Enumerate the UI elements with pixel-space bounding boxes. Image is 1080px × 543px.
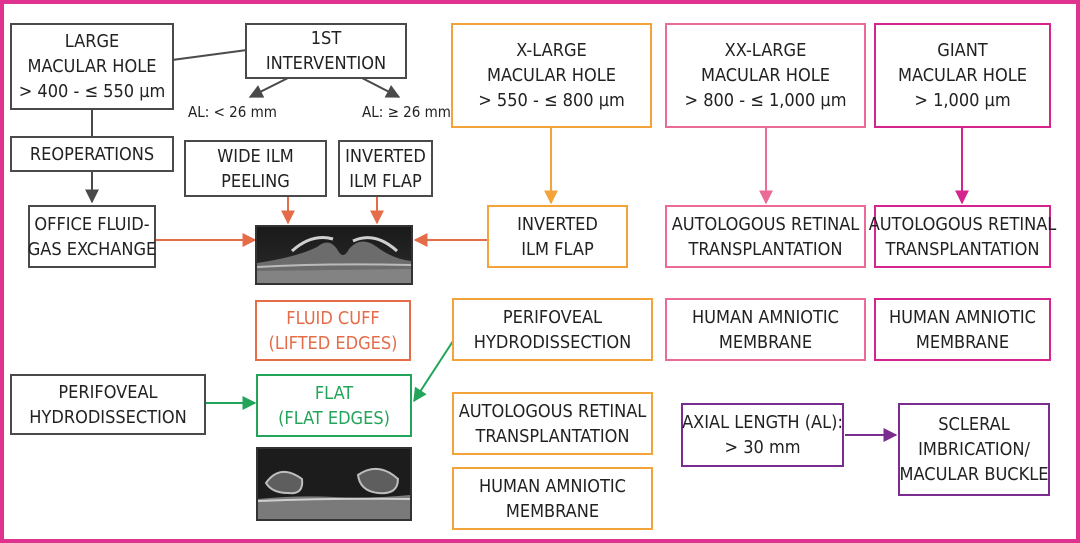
box-text: ILM FLAP	[521, 238, 594, 260]
perifoveal-hydrodissection-gray-box: PERIFOVEAL HYDRODISSECTION	[10, 374, 206, 435]
flat-edges-box: FLAT (FLAT EDGES)	[256, 374, 412, 437]
box-text: GAS EXCHANGE	[27, 238, 157, 260]
inverted-ilm-flap-box: INVERTED ILM FLAP	[338, 140, 433, 197]
box-text: MACULAR HOLE	[27, 56, 157, 77]
box-text: FLAT	[314, 382, 354, 404]
box-text: XX-LARGE	[724, 40, 807, 61]
box-text: TRANSPLANTATION	[885, 238, 1040, 260]
oct-lifted-drawing	[257, 227, 411, 283]
box-text: MACULAR HOLE	[487, 65, 616, 86]
human-amniotic-membrane-magenta-box: HUMAN AMNIOTIC MEMBRANE	[874, 298, 1051, 361]
box-text: HUMAN AMNIOTIC	[479, 475, 626, 497]
box-text: SCLERAL	[938, 414, 1010, 435]
box-text: MACULAR HOLE	[898, 65, 1027, 86]
fluid-cuff-box: FLUID CUFF (LIFTED EDGES)	[255, 300, 411, 361]
x-large-macular-hole-box: X-LARGE MACULAR HOLE > 550 - ≤ 800 µm	[451, 23, 652, 128]
large-macular-hole-box: LARGE MACULAR HOLE > 400 - ≤ 550 µm	[10, 23, 174, 110]
box-text: MACULAR BUCKLE	[899, 464, 1049, 485]
box-text: HYDRODISSECTION	[473, 331, 632, 353]
box-text: MACULAR HOLE	[701, 65, 830, 86]
box-text: HYDRODISSECTION	[29, 406, 187, 428]
box-text: > 1,000 µm	[914, 90, 1011, 111]
box-text: X-LARGE	[516, 40, 587, 61]
arrow-al-less	[248, 77, 289, 98]
box-text: TRANSPLANTATION	[475, 425, 630, 447]
connector-large-intervention	[171, 49, 248, 61]
oct-flat-drawing	[258, 449, 410, 519]
al-greater-label: AL: ≥ 26 mm	[362, 103, 451, 121]
box-text: (FLAT EDGES)	[278, 407, 390, 429]
box-text: > 400 - ≤ 550 µm	[18, 81, 166, 102]
arrow-al-greater	[361, 77, 401, 98]
box-text: (LIFTED EDGES)	[268, 332, 398, 354]
giant-macular-hole-box: GIANT MACULAR HOLE > 1,000 µm	[874, 23, 1051, 128]
scleral-imbrication-box: SCLERAL IMBRICATION/ MACULAR BUCKLE	[898, 403, 1050, 496]
box-text: AUTOLOGOUS RETINAL	[671, 213, 860, 235]
inverted-ilm-flap-orange-box: INVERTED ILM FLAP	[487, 205, 628, 268]
box-text: PERIFOVEAL	[58, 381, 158, 403]
box-text: HUMAN AMNIOTIC	[692, 306, 839, 328]
box-text: PERIFOVEAL	[502, 306, 603, 328]
al-less-label: AL: < 26 mm	[188, 103, 277, 121]
box-text: INTERVENTION	[265, 53, 387, 74]
oct-image-lifted-edges	[255, 225, 413, 285]
box-text: REOPERATIONS	[29, 143, 155, 165]
human-amniotic-membrane-pink-box: HUMAN AMNIOTIC MEMBRANE	[665, 298, 866, 361]
axial-length-box: AXIAL LENGTH (AL): > 30 mm	[681, 403, 844, 467]
human-amniotic-membrane-orange-box: HUMAN AMNIOTIC MEMBRANE	[452, 467, 653, 530]
perifoveal-hydrodissection-orange-box: PERIFOVEAL HYDRODISSECTION	[452, 298, 653, 361]
box-text: > 800 - ≤ 1,000 µm	[684, 90, 847, 111]
box-text: HUMAN AMNIOTIC	[889, 306, 1036, 328]
box-text: FLUID CUFF	[286, 307, 380, 329]
first-intervention-box: 1ST INTERVENTION	[245, 23, 407, 79]
box-text: WIDE ILM	[217, 145, 294, 167]
box-text: TRANSPLANTATION	[688, 238, 843, 260]
autologous-retinal-transplantation-magenta-box: AUTOLOGOUS RETINAL TRANSPLANTATION	[869, 205, 1056, 268]
box-text: PEELING	[221, 170, 290, 192]
box-text: AUTOLOGOUS RETINAL	[868, 213, 1057, 235]
box-text: GIANT	[937, 40, 988, 61]
box-text: MEMBRANE	[915, 331, 1010, 353]
box-text: INVERTED	[345, 145, 426, 167]
box-text: INVERTED	[517, 213, 598, 235]
box-text: IMBRICATION/	[918, 439, 1030, 460]
wide-ilm-peeling-box: WIDE ILM PEELING	[184, 140, 327, 197]
autologous-retinal-transplantation-pink-box: AUTOLOGOUS RETINAL TRANSPLANTATION	[665, 205, 866, 268]
box-text: MEMBRANE	[718, 331, 813, 353]
reoperations-box: REOPERATIONS	[10, 136, 174, 172]
arrow-perifoveal-flat	[413, 337, 456, 403]
box-text: 1ST	[310, 28, 342, 49]
box-text: OFFICE FLUID-	[34, 213, 150, 235]
oct-image-flat-edges	[256, 447, 412, 521]
box-text: LARGE	[64, 31, 120, 52]
autologous-retinal-transplantation-orange-box: AUTOLOGOUS RETINAL TRANSPLANTATION	[452, 392, 653, 455]
box-text: > 30 mm	[724, 437, 801, 458]
box-text: AUTOLOGOUS RETINAL	[458, 400, 647, 422]
box-text: AXIAL LENGTH (AL):	[682, 412, 843, 433]
box-text: > 550 - ≤ 800 µm	[478, 90, 625, 111]
office-fluid-gas-exchange-box: OFFICE FLUID- GAS EXCHANGE	[28, 205, 156, 268]
box-text: ILM FLAP	[349, 170, 422, 192]
xx-large-macular-hole-box: XX-LARGE MACULAR HOLE > 800 - ≤ 1,000 µm	[665, 23, 866, 128]
box-text: MEMBRANE	[505, 500, 600, 522]
